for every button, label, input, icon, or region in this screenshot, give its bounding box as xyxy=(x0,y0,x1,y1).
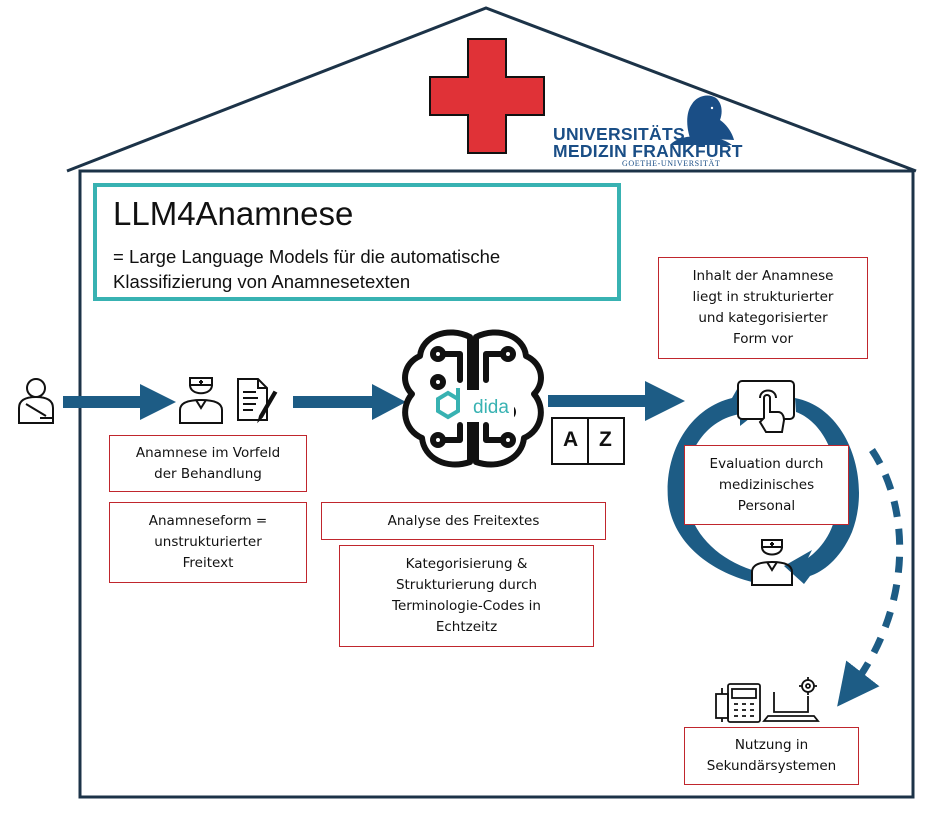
patient-icon xyxy=(18,378,54,424)
logo-line3: GOETHE-UNIVERSITÄT xyxy=(622,159,721,168)
box-text-line: Anamnese im Vorfeld xyxy=(135,444,281,461)
box-text-line: Form vor xyxy=(732,331,794,347)
box-text-line: Inhalt der Anamnese xyxy=(692,268,834,284)
box-text-line: Freitext xyxy=(182,555,234,571)
box-text-line: Terminologie-Codes in xyxy=(392,598,541,614)
title-subtitle: = Large Language Models für die automati… xyxy=(113,244,500,294)
box-evaluation: Evaluation durch medizinisches Personal xyxy=(684,445,849,525)
dida-label: dida xyxy=(473,397,509,418)
subtitle-line-1: = Large Language Models für die automati… xyxy=(113,246,501,267)
box-text-line: der Behandlung xyxy=(154,465,262,482)
page-title: LLM4Anamnese xyxy=(113,195,354,232)
dictionary-icon xyxy=(551,417,625,465)
flow-arrows xyxy=(63,381,685,421)
box-text-line: Kategorisierung & xyxy=(405,556,528,572)
doctor-icon xyxy=(179,377,223,424)
box-text-line: unstrukturierter xyxy=(154,534,262,550)
dashed-arrow xyxy=(837,448,904,707)
medical-device-icon xyxy=(715,683,761,723)
box-text-line: Strukturierung durch xyxy=(395,577,538,593)
box-text-line: und kategorisierter xyxy=(698,310,828,326)
brain-circuit-icon xyxy=(402,329,544,468)
box-nutzung: Nutzung in Sekundärsystemen xyxy=(684,727,859,785)
logo-line1: UNIVERSITÄTS xyxy=(553,124,685,144)
cycle-arrows xyxy=(667,384,860,584)
house-outline xyxy=(66,6,917,799)
box-text-line: Anamneseform = xyxy=(148,513,268,529)
box-text-line: Analyse des Freitextes xyxy=(387,512,540,529)
title-box: LLM4Anamnese = Large Language Models für… xyxy=(93,183,621,301)
box-text-line: Nutzung in xyxy=(734,737,809,753)
dictionary-letter-a: A xyxy=(563,428,579,451)
dictionary-letter-z: Z xyxy=(599,428,612,451)
goethe-portrait-icon xyxy=(670,95,734,145)
logo-line2: MEDIZIN FRANKFURT xyxy=(553,141,743,161)
box-text-line: Sekundärsystemen xyxy=(706,758,837,774)
box-text-line: Evaluation durch xyxy=(709,455,824,472)
box-kategorisierung: Kategorisierung & Strukturierung durch T… xyxy=(339,545,594,647)
box-analyse: Analyse des Freitextes xyxy=(321,502,606,540)
box-anamnese-vorfeld: Anamnese im Vorfeld der Behandlung xyxy=(109,435,307,492)
laptop-gear-icon xyxy=(762,677,820,722)
box-text-line: medizinisches xyxy=(718,476,815,493)
doctor-icon xyxy=(751,539,793,586)
subtitle-line-2: Klassifizierung von Anamnesetexten xyxy=(113,271,411,292)
box-text-line: liegt in strukturierter xyxy=(692,289,834,305)
document-pen-icon xyxy=(237,378,278,424)
box-text-line: Echtzeitz xyxy=(435,619,498,635)
box-anamneseform: Anamneseform = unstrukturierter Freitext xyxy=(109,502,307,583)
touch-screen-icon xyxy=(737,380,795,433)
box-text-line: Personal xyxy=(737,497,796,514)
box-inhalt: Inhalt der Anamnese liegt in strukturier… xyxy=(658,257,868,359)
red-cross-icon xyxy=(429,38,545,154)
